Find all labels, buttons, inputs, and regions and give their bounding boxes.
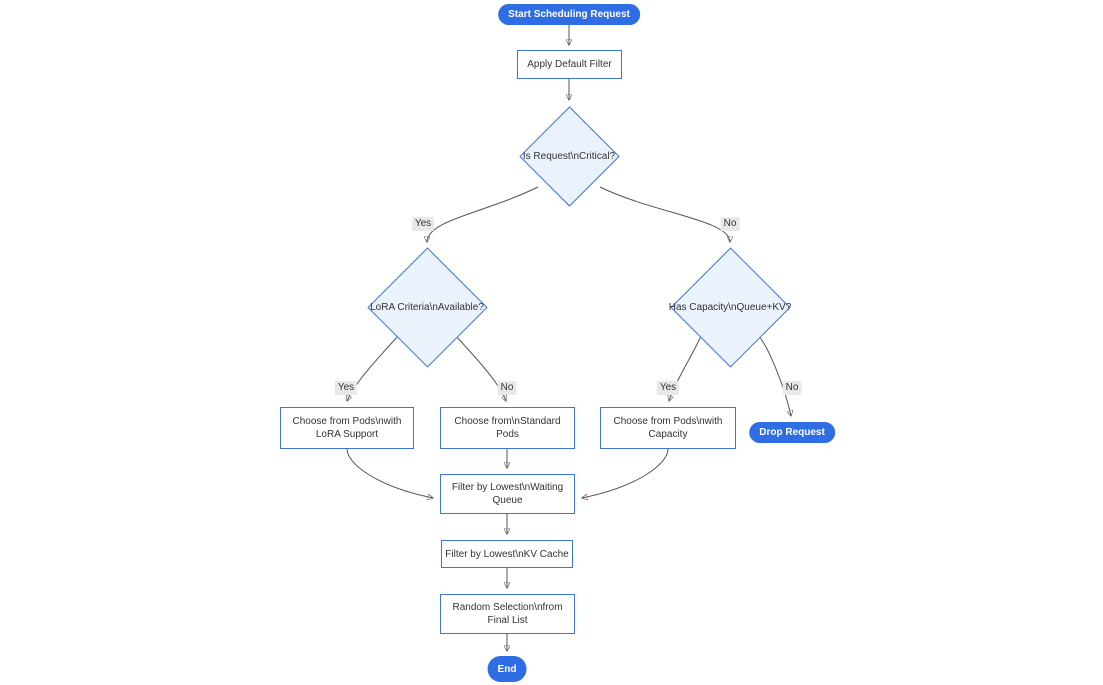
node-random-selection-label: Final List: [487, 615, 528, 626]
edge-label-critical-no: No: [720, 217, 740, 231]
node-choose-standard-pods-label: Pods: [496, 429, 519, 440]
node-drop-request: Drop Request: [749, 422, 835, 443]
node-is-request-critical-label: Is Request\nCritical?: [522, 150, 616, 162]
node-apply-default-filter-label: Apply Default Filter: [527, 59, 612, 70]
edge-capacity-pods-to-filter: [582, 448, 669, 498]
node-choose-pods-lora-label: Choose from Pods\nwith: [292, 416, 402, 427]
node-has-capacity-queue-kv: Has Capacity\nQueue+KV?: [668, 246, 792, 368]
node-apply-default-filter: Apply Default Filter: [517, 50, 622, 79]
edge-capacity-no: [758, 335, 791, 416]
node-has-capacity-queue-kv-label: Has Capacity\nQueue+KV?: [668, 301, 792, 313]
node-choose-standard-pods-label: Choose from\nStandard: [454, 416, 561, 427]
edge-lora-pods-to-filter: [346, 448, 433, 498]
node-choose-pods-capacity: Choose from Pods\nwith Capacity: [600, 407, 736, 449]
node-end-label: End: [497, 663, 517, 675]
edge-critical-yes: [427, 186, 539, 242]
edge-label-lora-yes: Yes: [334, 381, 358, 395]
node-choose-pods-capacity-label: Capacity: [648, 429, 688, 440]
edge-capacity-yes: [669, 335, 702, 401]
node-start: Start Scheduling Request: [498, 4, 640, 25]
node-lora-criteria-available-label: LoRA Criteria\nAvailable?: [370, 301, 484, 313]
edge-label-lora-no: No: [497, 381, 517, 395]
node-filter-lowest-kv-cache: Filter by Lowest\nKV Cache: [441, 540, 573, 568]
node-end: End: [487, 656, 527, 682]
node-lora-criteria-available: LoRA Criteria\nAvailable?: [366, 246, 488, 368]
node-filter-lowest-kv-cache-label: Filter by Lowest\nKV Cache: [445, 548, 569, 560]
edge-critical-no: [599, 186, 730, 242]
node-random-selection: Random Selection\nfrom Final List: [440, 594, 575, 634]
node-choose-standard-pods: Choose from\nStandard Pods: [440, 407, 575, 449]
node-is-request-critical: Is Request\nCritical?: [518, 105, 620, 207]
node-drop-request-label: Drop Request: [759, 427, 825, 438]
edge-label-capacity-no: No: [782, 381, 802, 395]
node-filter-lowest-waiting-queue: Filter by Lowest\nWaiting Queue: [440, 474, 575, 514]
edge-lora-no: [455, 335, 506, 401]
node-choose-pods-lora: Choose from Pods\nwith LoRA Support: [280, 407, 414, 449]
node-choose-pods-lora-label: LoRA Support: [315, 429, 379, 440]
node-start-label: Start Scheduling Request: [508, 9, 630, 20]
edge-label-critical-yes: Yes: [411, 217, 435, 231]
node-filter-lowest-waiting-queue-label: Filter by Lowest\nWaiting: [451, 482, 564, 493]
node-choose-pods-capacity-label: Choose from Pods\nwith: [613, 416, 723, 427]
node-filter-lowest-waiting-queue-label: Queue: [492, 495, 523, 506]
edge-label-capacity-yes: Yes: [656, 381, 680, 395]
node-random-selection-label: Random Selection\nfrom: [452, 602, 563, 613]
edge-lora-yes: [347, 335, 399, 401]
